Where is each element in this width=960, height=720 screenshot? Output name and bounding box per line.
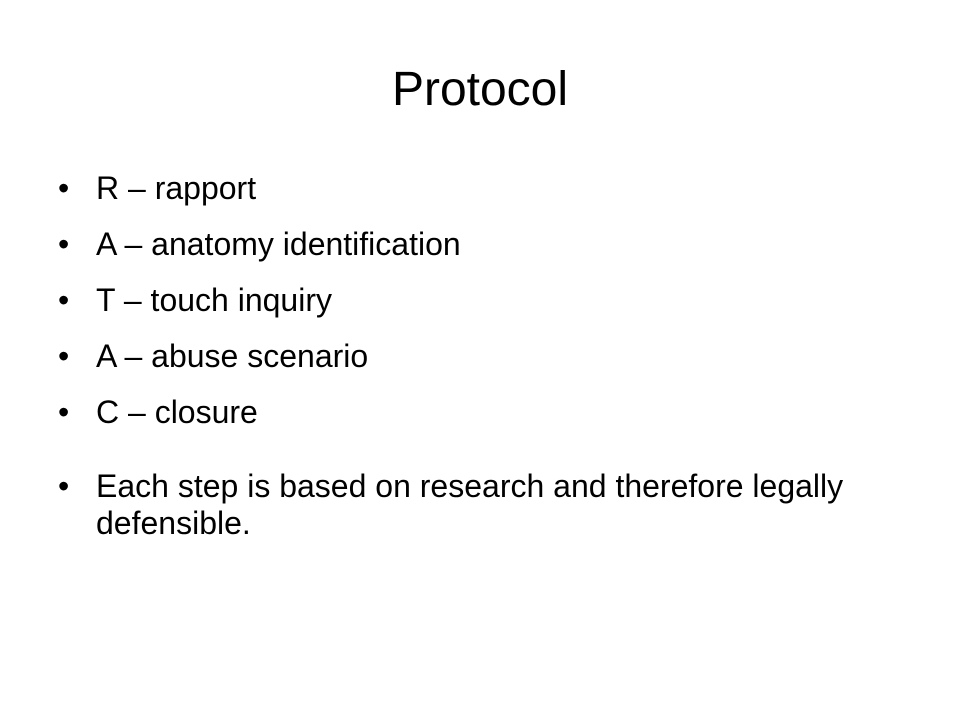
bullet-icon: • bbox=[58, 468, 70, 504]
bullet-list: • R – rapport • A – anatomy identificati… bbox=[58, 170, 918, 561]
bullet-text: Each step is based on research and there… bbox=[96, 468, 844, 541]
bullet-item-rapport: • R – rapport bbox=[58, 170, 918, 207]
bullet-text: T – touch inquiry bbox=[96, 282, 332, 318]
bullet-item-touch: • T – touch inquiry bbox=[58, 282, 918, 319]
bullet-text: R – rapport bbox=[96, 170, 257, 206]
bullet-icon: • bbox=[58, 170, 70, 206]
bullet-item-research: • Each step is based on research and the… bbox=[58, 468, 918, 542]
bullet-icon: • bbox=[58, 394, 70, 430]
bullet-icon: • bbox=[58, 226, 70, 262]
bullet-item-closure: • C – closure bbox=[58, 394, 918, 431]
slide-title: Protocol bbox=[391, 63, 569, 116]
bullet-text: C – closure bbox=[96, 394, 258, 430]
bullet-item-abuse: • A – abuse scenario bbox=[58, 338, 918, 375]
bullet-text: A – abuse scenario bbox=[96, 338, 369, 374]
bullet-icon: • bbox=[58, 338, 70, 374]
bullet-text: A – anatomy identification bbox=[96, 226, 461, 262]
bullet-item-anatomy: • A – anatomy identification bbox=[58, 226, 918, 263]
bullet-icon: • bbox=[58, 282, 70, 318]
